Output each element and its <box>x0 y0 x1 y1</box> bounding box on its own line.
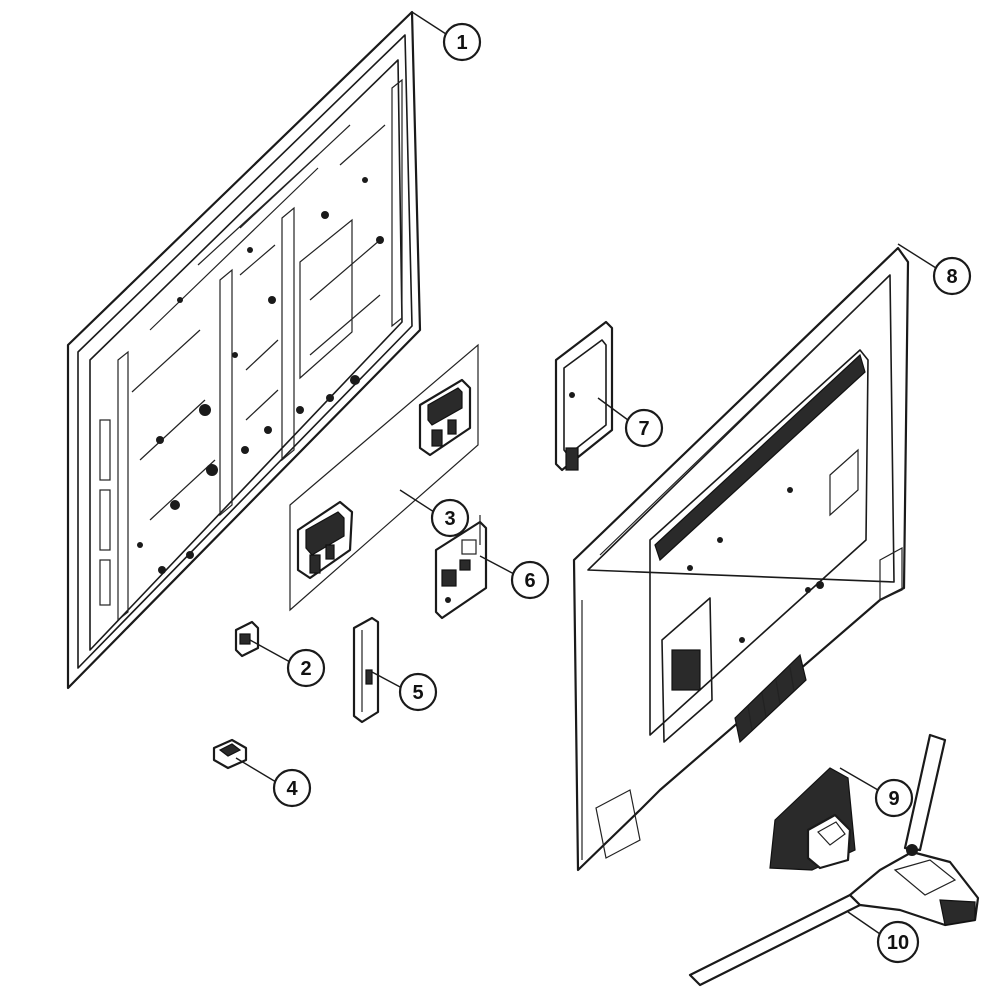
callout-2-circle <box>286 648 326 688</box>
callout-2-label: 2 <box>300 658 311 680</box>
callout-4: 4 <box>272 768 312 808</box>
leader-lines <box>235 11 937 935</box>
callout-1-circle <box>442 22 482 62</box>
callout-5: 5 <box>398 672 438 712</box>
callout-4-label: 4 <box>286 778 298 800</box>
callout-10-label: 10 <box>887 932 909 954</box>
part-6-main-board <box>434 515 488 620</box>
callout-1: 1 <box>442 22 482 62</box>
callout-8: 8 <box>932 256 972 296</box>
callout-5-circle <box>398 672 438 712</box>
part-1-panel-chassis <box>66 10 422 690</box>
part-7-power-board <box>554 320 614 472</box>
part-2-bracket <box>234 620 260 658</box>
callout-9-circle <box>874 778 914 818</box>
callout-3: 3 <box>430 498 470 538</box>
callout-1-label: 1 <box>456 32 467 54</box>
callout-4-circle <box>272 768 312 808</box>
callout-7-circle <box>624 408 664 448</box>
part-9-stand-bracket <box>769 767 856 871</box>
callout-8-circle <box>932 256 972 296</box>
callout-10-circle <box>876 920 920 964</box>
part-3-group-outline <box>289 343 479 612</box>
callout-8-label: 8 <box>946 266 957 288</box>
callout-6-label: 6 <box>524 570 535 592</box>
callout-6: 6 <box>510 560 550 600</box>
callout-5-label: 5 <box>412 682 423 704</box>
part-8-rear-cover <box>572 246 910 872</box>
callout-3-circle <box>430 498 470 538</box>
callout-7-label: 7 <box>638 418 649 440</box>
callout-3-label: 3 <box>444 508 455 530</box>
callout-9-label: 9 <box>888 788 899 810</box>
part-3-speaker-lower <box>296 500 354 580</box>
callout-2: 2 <box>286 648 326 688</box>
callout-7: 7 <box>624 408 664 448</box>
part-10-stand-base <box>688 733 980 987</box>
part-3-speaker-upper <box>418 378 472 457</box>
part-4-connector <box>212 738 248 770</box>
part-5-key-board <box>352 616 380 724</box>
callout-10: 10 <box>876 920 920 964</box>
callout-9: 9 <box>874 778 914 818</box>
callout-6-circle <box>510 560 550 600</box>
